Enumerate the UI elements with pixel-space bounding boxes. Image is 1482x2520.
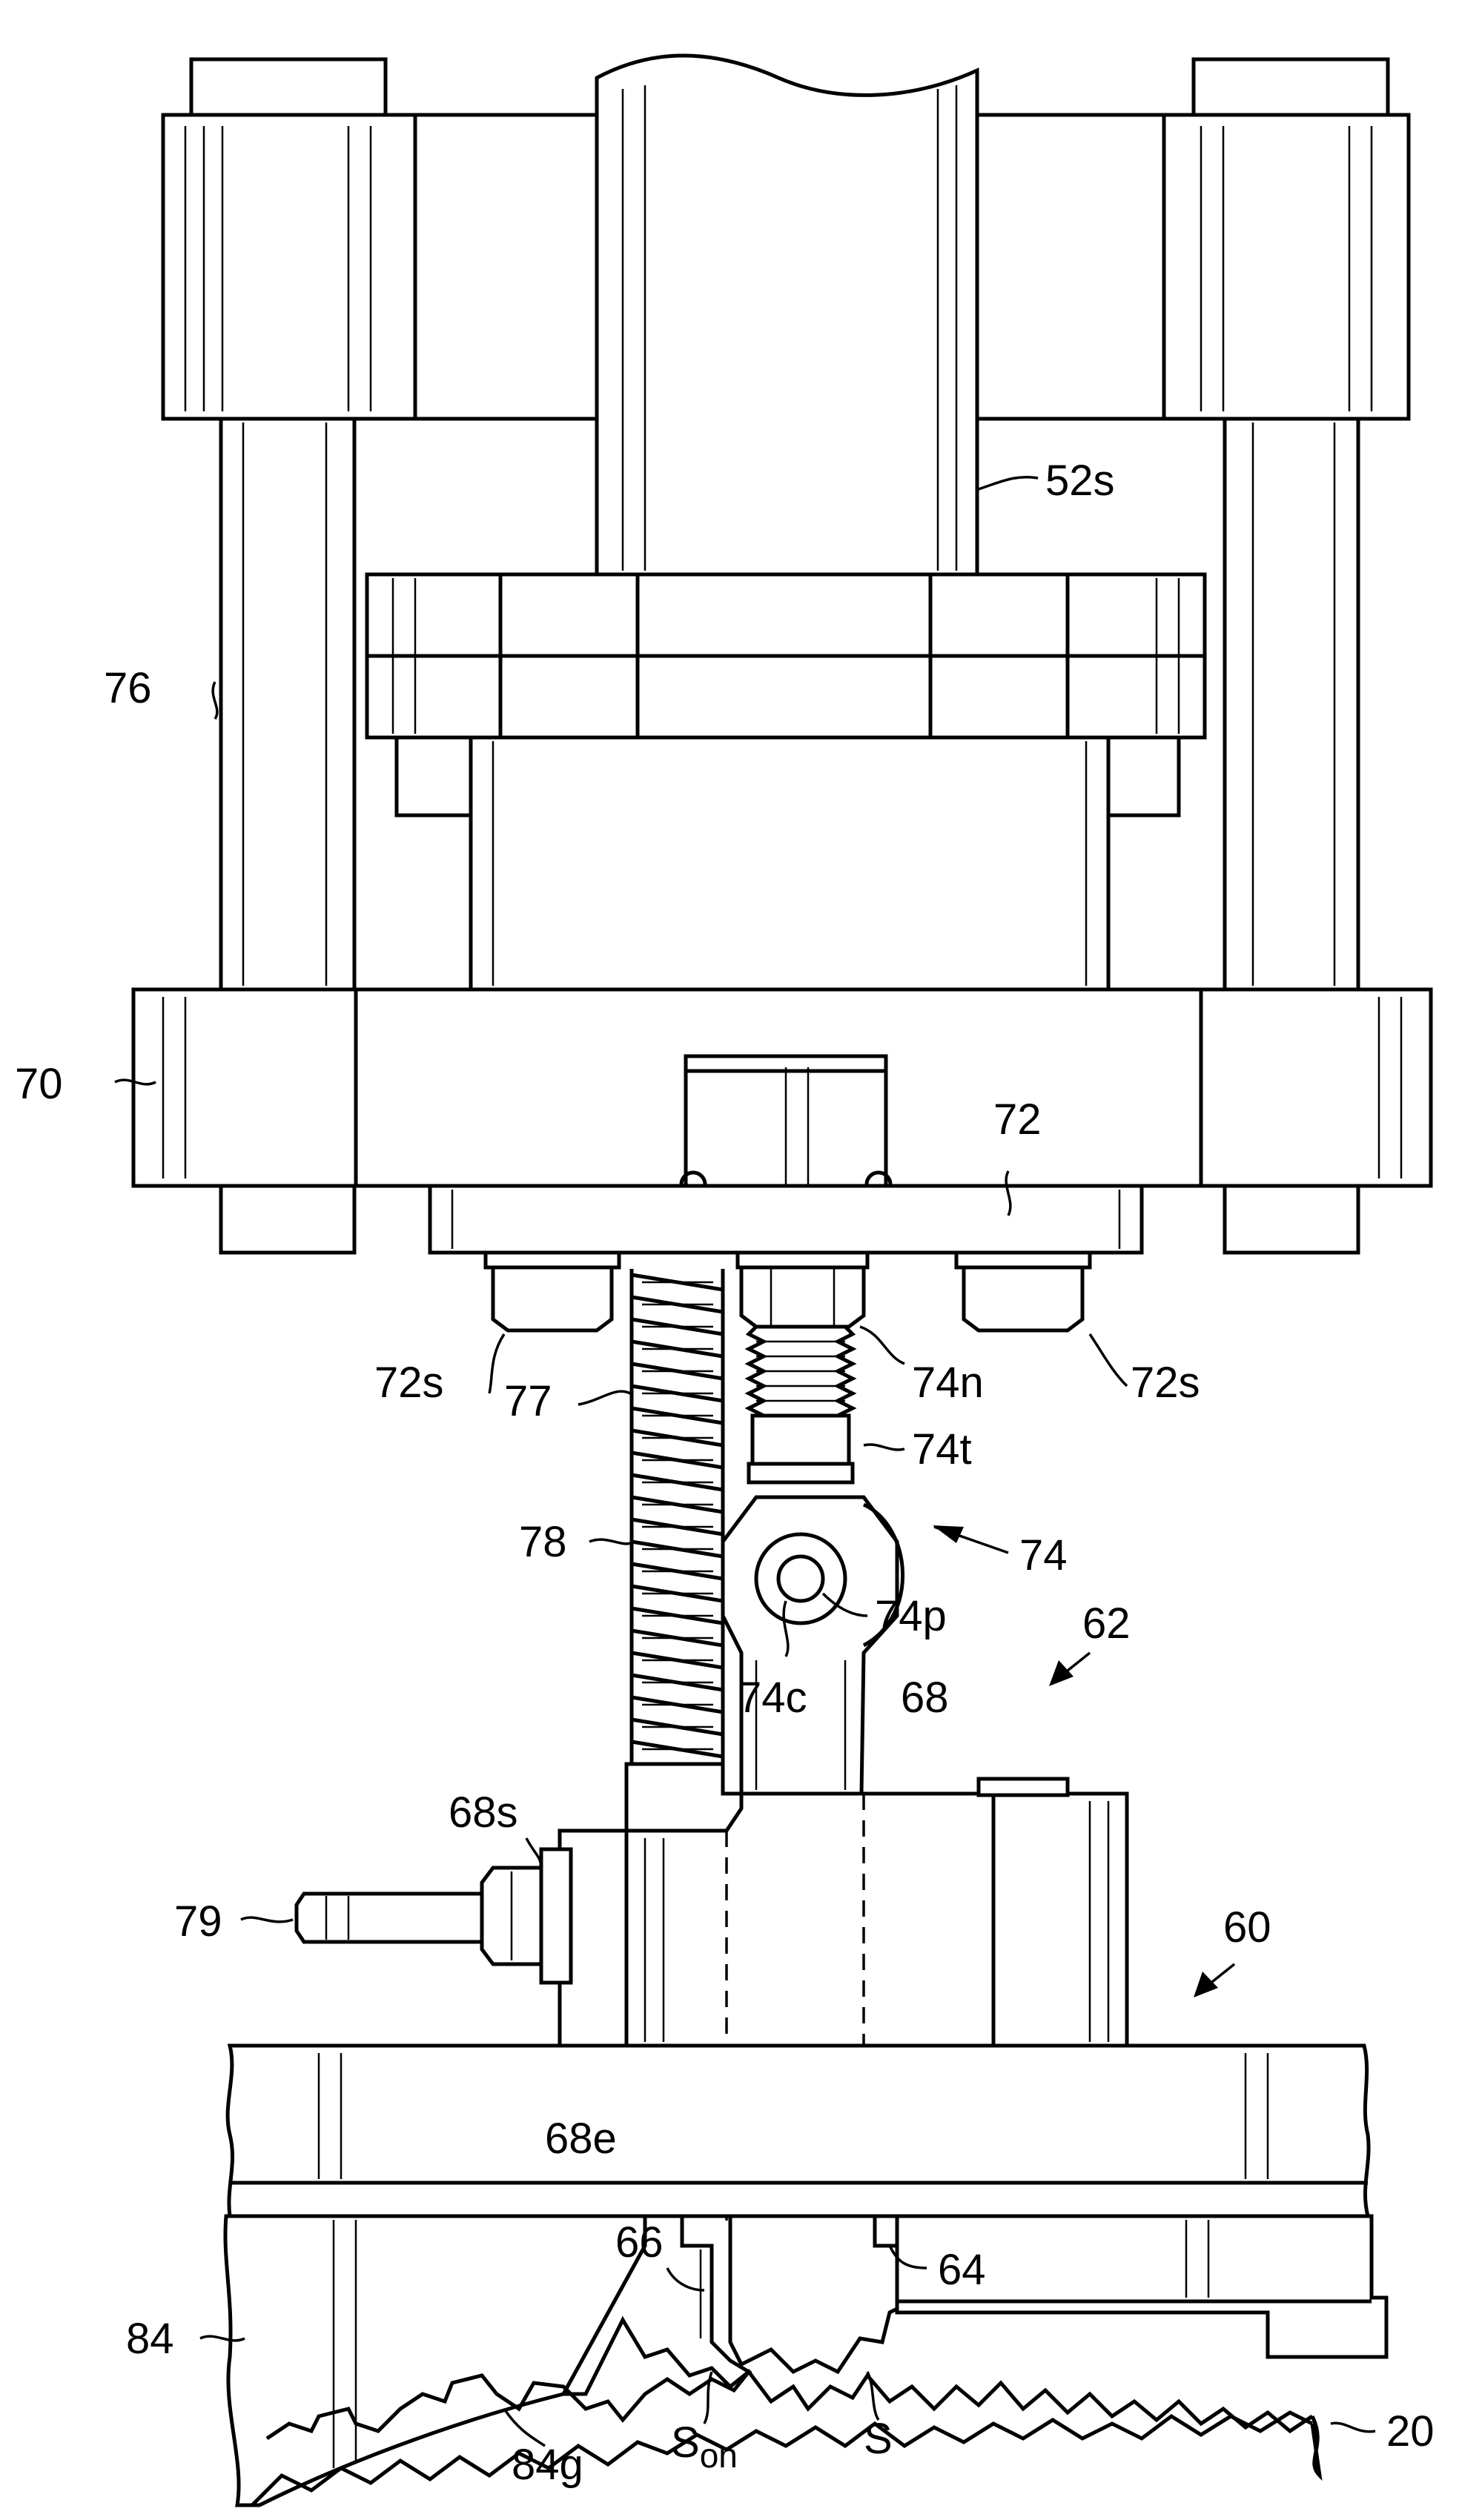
main-plate-60 (228, 2046, 1369, 2216)
bracket-72 (221, 1186, 1358, 1267)
label-64: 64 (938, 2246, 986, 2294)
screw-79 (297, 1849, 571, 1983)
label-66: 66 (615, 2218, 664, 2267)
label-62: 62 (1082, 1599, 1131, 1648)
label-76: 76 (104, 664, 152, 712)
label-68: 68 (901, 1674, 949, 1722)
label-84g: 84g (512, 2441, 583, 2489)
label-70: 70 (15, 1060, 63, 1108)
label-60: 60 (1223, 1903, 1271, 1952)
label-52s: 52s (1045, 457, 1115, 505)
label-74c: 74c (738, 1674, 807, 1722)
label-74p: 74p (875, 1592, 947, 1640)
label-72s-left: 72s (374, 1359, 444, 1407)
clevis-74 (723, 1497, 903, 1794)
label-72s-right: 72s (1131, 1359, 1200, 1407)
piston-rod-52s (597, 56, 977, 574)
label-77: 77 (504, 1377, 552, 1425)
plate-70 (133, 989, 1431, 1196)
label-72: 72 (993, 1095, 1042, 1144)
label-son: Son (671, 2418, 738, 2475)
label-78: 78 (519, 1518, 567, 1566)
label-74n: 74n (912, 1359, 984, 1407)
label-74t: 74t (912, 1425, 972, 1473)
piston-plates (367, 574, 1205, 989)
label-79: 79 (174, 1897, 222, 1946)
bolts-72s (493, 1267, 1082, 1330)
label-84: 84 (126, 2315, 174, 2363)
spring-77-78 (632, 1269, 723, 1764)
label-68s: 68s (449, 1788, 518, 1837)
label-74: 74 (1019, 1531, 1068, 1579)
threaded-stud-74t (749, 1327, 853, 1482)
label-20: 20 (1386, 2407, 1435, 2456)
label-s: S (864, 2415, 893, 2463)
label-68e: 68e (545, 2115, 617, 2163)
